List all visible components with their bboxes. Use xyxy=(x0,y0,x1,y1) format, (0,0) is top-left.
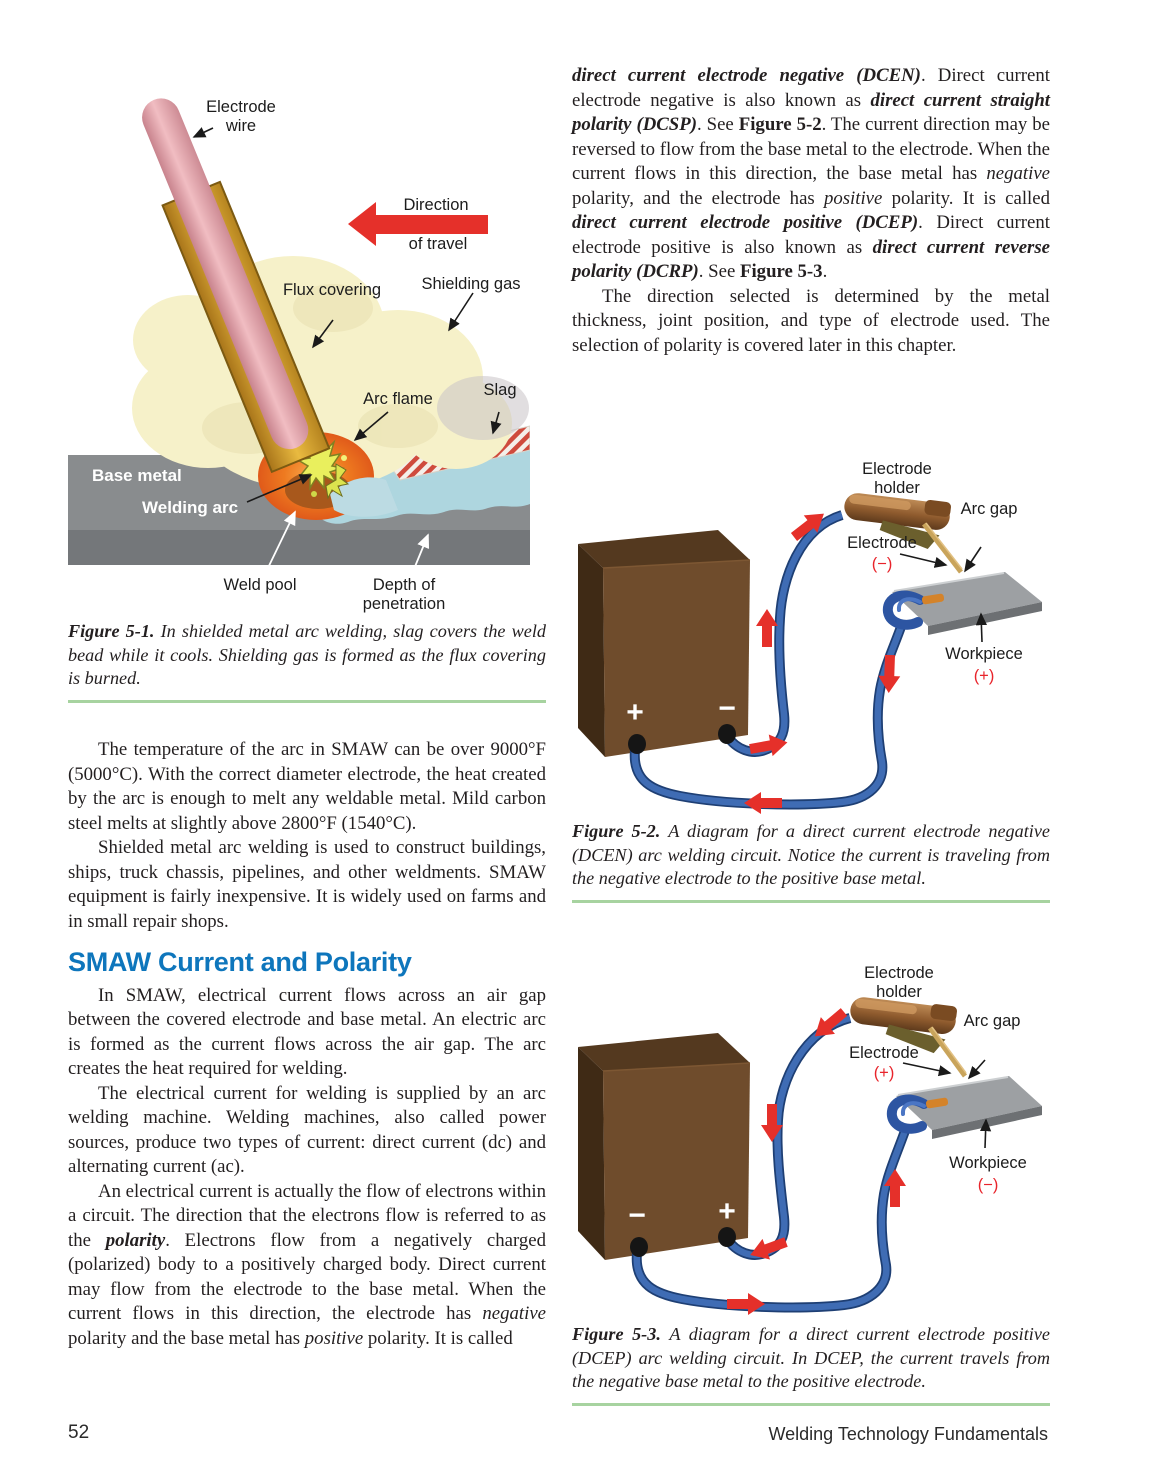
paragraph-uses: Shielded metal arc welding is used to co… xyxy=(68,837,546,932)
page-number: 52 xyxy=(68,1422,90,1443)
label-electrode: Electrode xyxy=(847,534,917,552)
terminal-minus: − xyxy=(718,692,736,725)
welding-machine xyxy=(578,530,751,757)
negative-terminal-knob xyxy=(630,1237,648,1257)
label-workpiece-polarity: (−) xyxy=(977,1176,999,1194)
label-shielding-gas: Shielding gas xyxy=(421,275,521,293)
electrode-stick xyxy=(927,1026,968,1078)
terminal-plus: + xyxy=(626,696,644,729)
direction-of-travel-arrow xyxy=(348,202,488,246)
footer-book-title: Welding Technology Fundamentals xyxy=(768,1424,1048,1444)
label-arc-flame: Arc flame xyxy=(363,390,433,408)
paragraph-temperature: The temperature of the arc in SMAW can b… xyxy=(68,739,546,834)
dcen-circuit-illustration xyxy=(578,493,1042,814)
right-column-top: direct current electrode negative (DCEN)… xyxy=(572,64,1050,358)
leader-arrows-white xyxy=(265,510,430,573)
label-slag: Slag xyxy=(483,381,517,399)
label-electrode-holder: Electrode holder xyxy=(862,460,932,497)
section-heading-smaw-current-and-polarity: SMAW Current and Polarity xyxy=(68,947,412,977)
label-electrode-wire: Electrode wire xyxy=(206,98,276,135)
label-weld-pool: Weld pool xyxy=(223,576,297,594)
label-direction: Direction xyxy=(403,196,469,214)
paragraph-polarity: An electrical current is actually the fl… xyxy=(68,1180,546,1349)
paragraph-direction-selected: The direction selected is determined by … xyxy=(572,285,1050,356)
label-depth-of-penetration: Depth of penetration xyxy=(362,576,446,613)
label-electrode-polarity: (+) xyxy=(873,1064,895,1082)
electrode-holder-graphic xyxy=(844,493,951,550)
label-welding-arc: Welding arc xyxy=(142,498,239,517)
terminal-plus: + xyxy=(718,1195,736,1228)
ground-clamp xyxy=(882,590,945,630)
label-arc-gap: Arc gap xyxy=(963,1012,1021,1030)
paragraph-welding-machine: The electrical current for welding is su… xyxy=(68,1082,546,1178)
figure-5-3: Electrode holder Arc gap Electrode (+) W… xyxy=(572,952,1048,1317)
label-workpiece-polarity: (+) xyxy=(973,667,995,685)
electrode-holder-graphic xyxy=(850,997,957,1054)
label-workpiece: Workpiece xyxy=(945,645,1023,663)
electrode-stick xyxy=(922,522,963,574)
label-base-metal: Base metal xyxy=(92,466,182,485)
figure-5-2-caption: Figure 5-2. A diagram for a direct curre… xyxy=(572,820,1050,903)
label-arc-gap: Arc gap xyxy=(960,500,1018,518)
leader-arrows-black xyxy=(192,127,502,503)
positive-terminal-knob xyxy=(718,1227,736,1247)
leader-arrows xyxy=(899,546,987,643)
figure-5-3-caption: Figure 5-3. A diagram for a direct curre… xyxy=(572,1323,1050,1406)
negative-terminal-knob xyxy=(718,724,736,744)
label-flux-covering: Flux covering xyxy=(282,281,382,299)
label-electrode-holder: Electrode holder xyxy=(864,964,934,1001)
ground-clamp xyxy=(886,1094,949,1134)
label-electrode-polarity: (−) xyxy=(871,555,893,573)
figure-5-2: Electrode holder Arc gap Electrode (−) W… xyxy=(572,452,1048,814)
paragraph-dcen-dcep: direct current electrode negative (DCEN)… xyxy=(572,65,1051,282)
figure-5-1-caption: Figure 5-1. In shielded metal arc weldin… xyxy=(68,620,546,703)
leader-arrows xyxy=(902,1059,992,1149)
figure-5-1: Electrode wire Direction of travel Flux … xyxy=(68,78,531,613)
label-electrode: Electrode xyxy=(849,1044,919,1062)
label-of-travel: of travel xyxy=(408,235,468,253)
terminal-minus: − xyxy=(628,1199,646,1232)
left-column: The temperature of the arc in SMAW can b… xyxy=(68,738,546,1351)
paragraph-air-gap: In SMAW, electrical current flows across… xyxy=(68,984,546,1080)
label-workpiece: Workpiece xyxy=(949,1154,1027,1172)
positive-terminal-knob xyxy=(628,734,646,754)
dcep-circuit-illustration xyxy=(578,997,1042,1315)
welding-machine xyxy=(578,1033,751,1260)
electrode-wire-rod xyxy=(142,98,309,450)
smaw-cross-section-illustration xyxy=(68,98,531,573)
